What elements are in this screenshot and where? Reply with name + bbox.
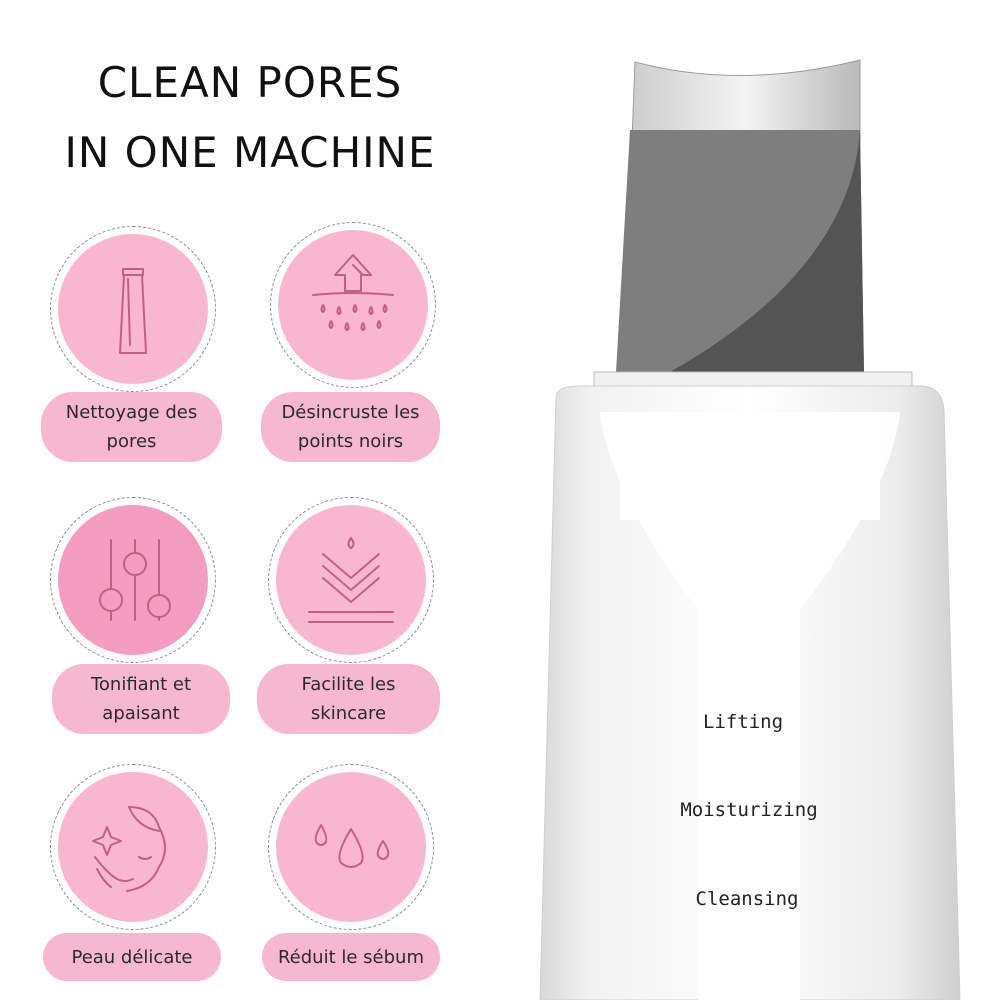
headline-line-1: CLEAN PORES [97, 58, 403, 107]
droplets-icon [314, 824, 390, 868]
feature-label-pore-cleaning: Nettoyage des pores [41, 392, 222, 462]
feature-circle-blackheads [270, 222, 436, 388]
feature-circle-pore-cleaning [50, 226, 216, 392]
cream-tube-icon [119, 268, 147, 354]
device-illustration [539, 59, 961, 1000]
feature-label-line-2: skincare [310, 703, 387, 724]
feature-disc [58, 772, 208, 922]
feature-circle-skincare [268, 497, 434, 663]
feature-circle-delicate-skin [50, 764, 216, 930]
feature-disc [58, 234, 208, 384]
feature-label-blackheads: Désincruste les points noirs [261, 392, 440, 462]
sliders-icon [99, 539, 171, 621]
feature-disc [276, 772, 426, 922]
feature-label-toning: Tonifiant et apaisant [52, 664, 230, 734]
feature-disc [58, 505, 208, 655]
face-sparkle-icon [92, 806, 166, 892]
feature-label-line-1: Facilite les [301, 674, 396, 695]
feature-label-line-1: Peau délicate [71, 946, 193, 968]
feature-label-line-1: Nettoyage des [65, 402, 198, 423]
feature-disc [276, 505, 426, 655]
feature-label-line-2: apaisant [102, 703, 180, 724]
feature-label-skincare: Facilite les skincare [257, 664, 440, 734]
ultrasonic-skin-scrubber: Lifting Moisturizing Cleansing [520, 50, 1000, 1000]
extraction-arrow-icon [312, 254, 394, 331]
mode-label-cleansing: Cleansing [695, 888, 799, 910]
feature-label-line-1: Réduit le sébum [277, 946, 424, 968]
headline-line-2: IN ONE MACHINE [64, 128, 436, 177]
feature-disc [278, 230, 428, 380]
feature-label-delicate-skin: Peau délicate [43, 933, 221, 981]
feature-circle-sebum [268, 764, 434, 930]
feature-circle-toning [50, 497, 216, 663]
absorption-chevrons-icon [308, 537, 394, 623]
headline: CLEAN PORES IN ONE MACHINE [10, 48, 490, 188]
feature-label-sebum: Réduit le sébum [262, 933, 440, 981]
feature-label-line-2: points noirs [297, 431, 404, 452]
mode-label-lifting: Lifting [702, 711, 784, 733]
feature-label-line-1: Tonifiant et [90, 674, 192, 695]
feature-label-line-2: pores [106, 431, 157, 452]
feature-label-line-1: Désincruste les [281, 402, 420, 423]
mode-label-moisturizing: Moisturizing [680, 799, 818, 821]
